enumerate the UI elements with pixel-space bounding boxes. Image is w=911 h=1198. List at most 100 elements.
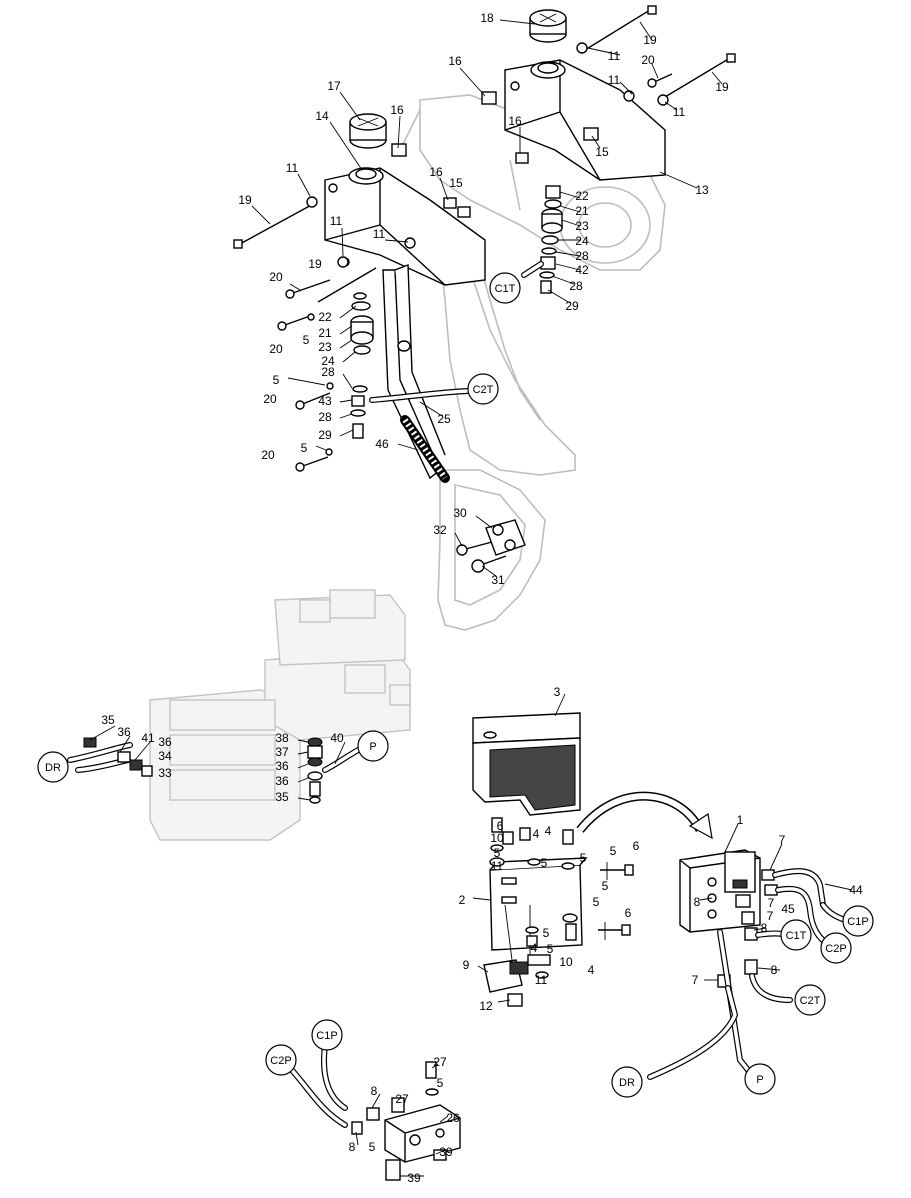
reference-circle [611, 1066, 643, 1098]
part-callout: 1 [737, 813, 744, 827]
connection-reference: C2T [794, 984, 826, 1016]
part-callout: 7 [768, 896, 775, 910]
connection-reference: DR [611, 1066, 643, 1098]
part-callout: 33 [158, 766, 172, 780]
part-callout: 36 [117, 725, 131, 739]
part-callout: 4 [588, 963, 595, 977]
part-callout: 4 [533, 827, 540, 841]
cover-3 [472, 712, 581, 816]
part-callout: 14 [315, 109, 329, 123]
part-callout: 20 [261, 448, 275, 462]
part-callout: 28 [575, 249, 589, 263]
connection-reference: DR [37, 751, 69, 783]
part-callout: 19 [308, 257, 322, 271]
part-callout: 11 [608, 73, 621, 87]
part-callout: 17 [327, 79, 341, 93]
bracket-hardware [489, 817, 634, 947]
connection-reference: C2P [820, 932, 852, 964]
connection-reference: C1P [842, 905, 874, 937]
part-callout: 19 [238, 193, 252, 207]
part-callout: 44 [849, 883, 863, 897]
pivot-link [456, 519, 526, 573]
part-callout: 5 [303, 333, 310, 347]
reference-circle [37, 751, 69, 783]
part-callout: 22 [575, 189, 589, 203]
reference-label: C2P [270, 1055, 291, 1067]
hose-46 [400, 415, 450, 483]
part-callout: 42 [575, 263, 589, 277]
part-callout: 11 [330, 214, 343, 228]
right-filter-stack [521, 185, 563, 294]
p-fitting-stack [307, 737, 365, 804]
hose-25 [369, 388, 471, 403]
part-callout: 11 [373, 227, 386, 241]
part-callout: 23 [318, 340, 332, 354]
part-callout: 5 [273, 373, 280, 387]
filler-cap-17 [349, 113, 387, 149]
part-callout: 41 [141, 731, 155, 745]
reference-circle [489, 272, 521, 304]
part-callout: 7 [692, 973, 699, 987]
part-callout: 45 [781, 902, 795, 916]
part-callout: 15 [449, 176, 463, 190]
connection-reference: C1P [311, 1019, 343, 1051]
reference-circle [842, 905, 874, 937]
reference-circle [820, 932, 852, 964]
part-callout: 11 [286, 161, 299, 175]
part-callout: 5 [580, 851, 587, 865]
part-callout: 31 [491, 573, 505, 587]
part-callout: 19 [715, 80, 729, 94]
reference-label: P [369, 741, 376, 753]
part-callout: 3 [554, 685, 561, 699]
part-callout: 5 [602, 879, 609, 893]
part-callout: 24 [321, 354, 335, 368]
part-callout: 5 [494, 846, 501, 860]
part-callout: 28 [321, 365, 335, 379]
hydraulic-tank-right [504, 59, 666, 181]
part-callout: 38 [275, 731, 289, 745]
part-callout: 19 [643, 33, 657, 47]
part-callout: 39 [439, 1145, 453, 1159]
part-callout: 27 [395, 1092, 409, 1106]
connection-reference: C1T [780, 919, 812, 951]
part-callout: 16 [390, 103, 404, 117]
part-callout: 7 [767, 909, 774, 923]
part-callout: 30 [453, 506, 467, 520]
part-callout: 13 [695, 183, 709, 197]
loader-frame-ghost [399, 94, 666, 631]
part-callout: 6 [625, 906, 632, 920]
part-callout: 28 [318, 410, 332, 424]
part-callout: 20 [269, 270, 283, 284]
control-valve-ghost [149, 589, 411, 841]
part-callout: 36 [275, 759, 289, 773]
part-callout: 6 [497, 819, 504, 833]
bracket-2 [489, 857, 588, 961]
nuts-and-washers [306, 42, 669, 268]
part-callout: 8 [694, 895, 701, 909]
part-callout: 39 [407, 1171, 421, 1185]
part-callout: 5 [437, 1076, 444, 1090]
part-callout: 5 [593, 895, 600, 909]
short-bolts-20 [277, 73, 673, 472]
reference-circle [467, 373, 499, 405]
part-callout: 11 [491, 859, 504, 873]
part-callout: 11 [673, 105, 686, 119]
reference-label: C1P [847, 916, 868, 928]
reference-label: DR [619, 1077, 635, 1089]
reference-circle [357, 730, 389, 762]
part-callout: 16 [508, 114, 522, 128]
assembly-direction-arrow [576, 791, 713, 840]
reference-circle [780, 919, 812, 951]
part-callout: 5 [369, 1140, 376, 1154]
part-callout: 37 [275, 745, 289, 759]
part-callout: 10 [559, 955, 573, 969]
part-callout: 15 [595, 145, 609, 159]
part-callout: 9 [463, 958, 470, 972]
reference-label: P [756, 1074, 763, 1086]
part-callout: 29 [318, 428, 332, 442]
reference-circle [311, 1019, 343, 1051]
part-callout: 5 [541, 856, 548, 870]
part-callout: 32 [433, 523, 447, 537]
